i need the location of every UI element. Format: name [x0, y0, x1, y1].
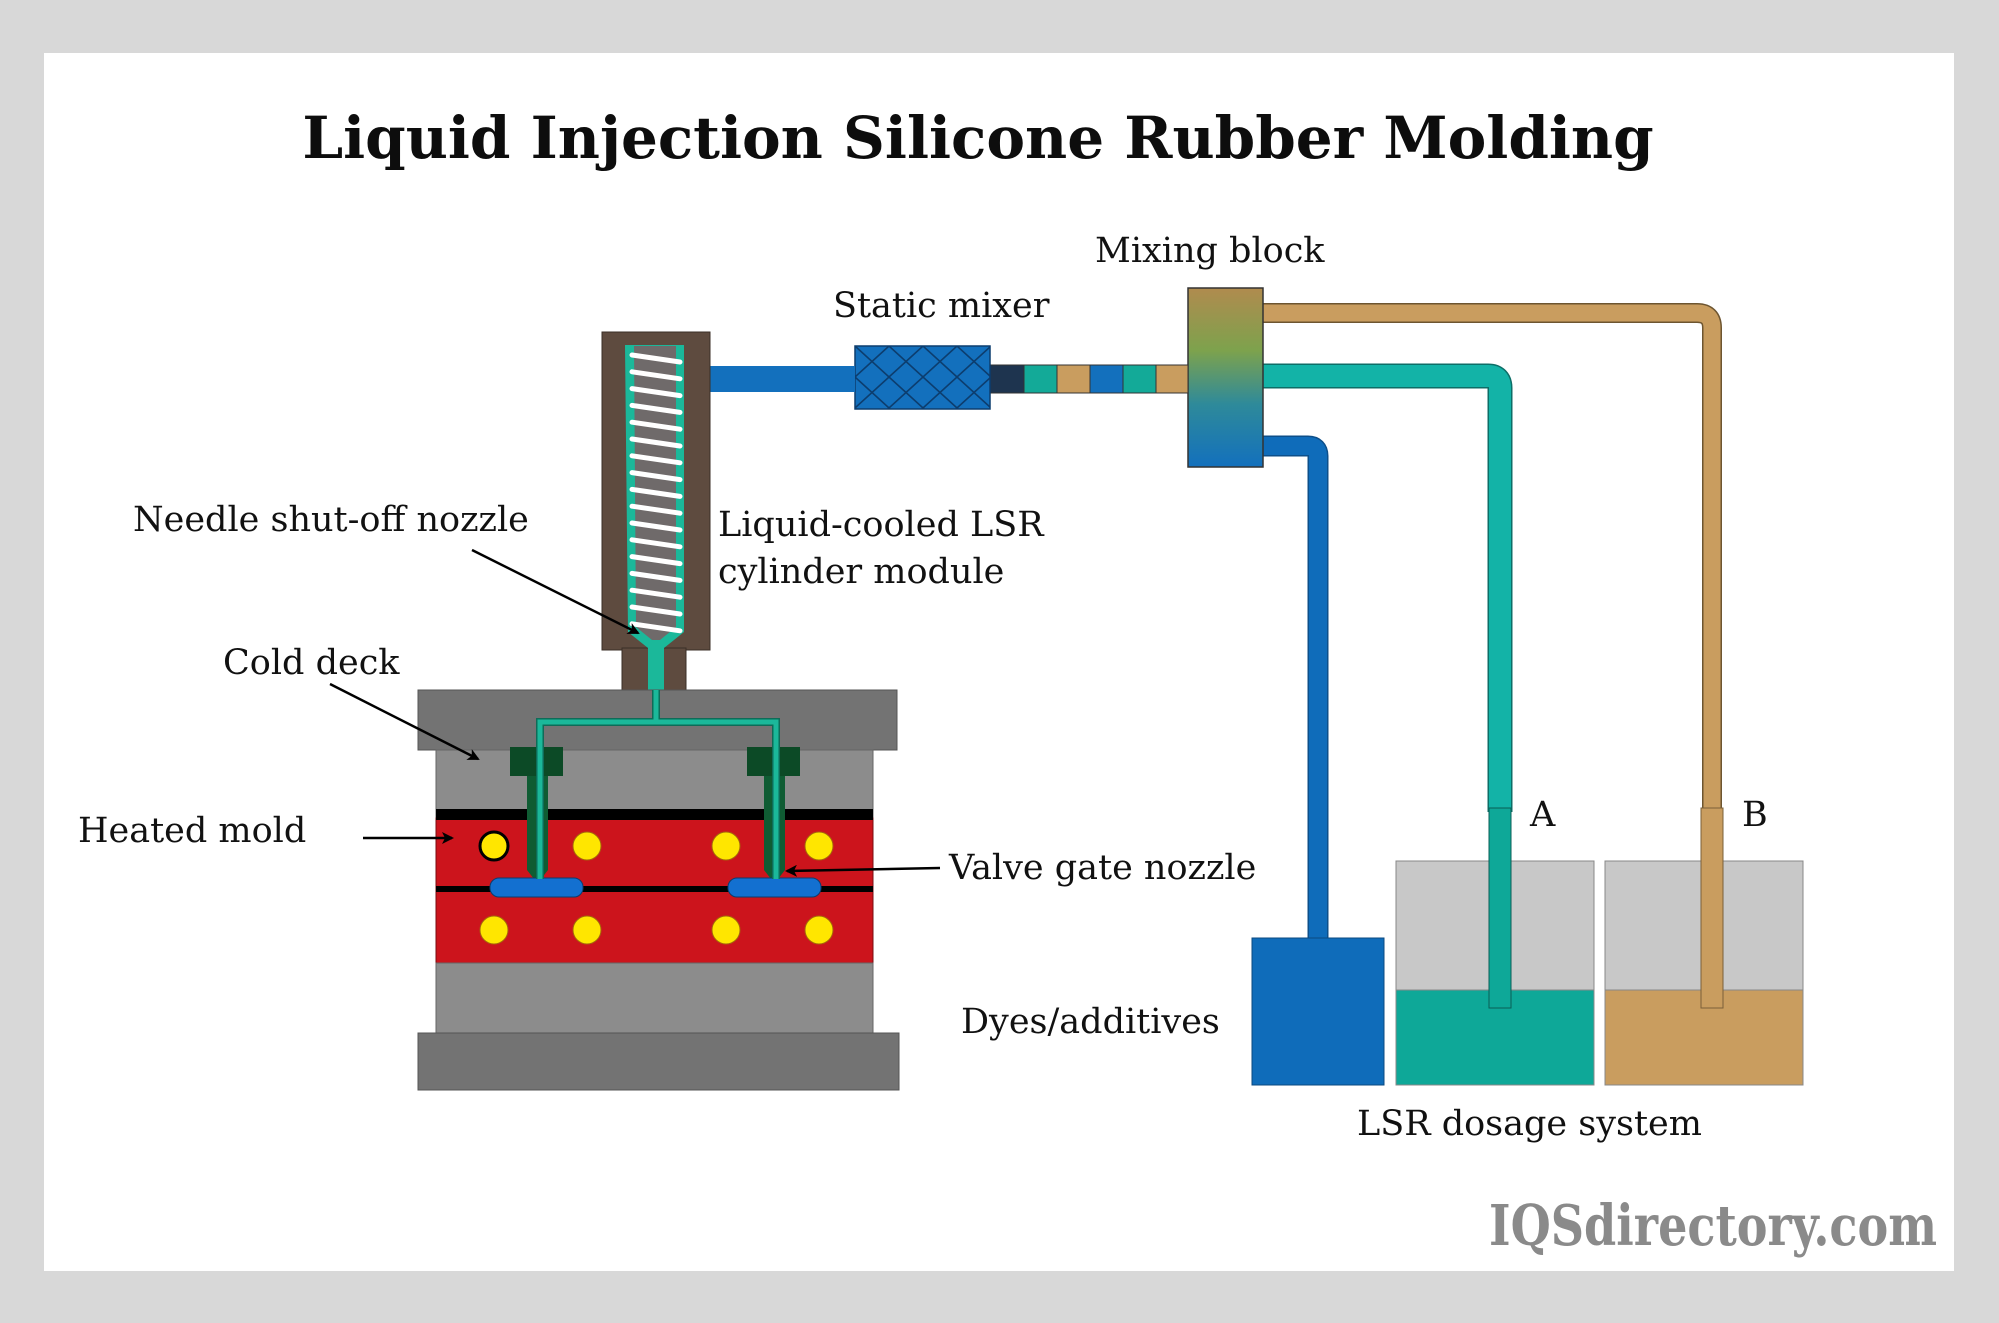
mixed-stream-pipe — [989, 364, 1189, 394]
screw-flight — [629, 369, 683, 382]
screw-flight — [629, 419, 683, 432]
label-cylinder-line1: Liquid-cooled LSR — [718, 505, 1045, 545]
arrow-valve-gate — [785, 864, 941, 877]
heater-element — [711, 831, 741, 861]
pipe-dyes — [1263, 435, 1329, 940]
cavity-left — [489, 877, 584, 898]
screw-flight — [629, 352, 683, 365]
screw-flight — [629, 587, 683, 600]
arrow-cold-deck — [329, 682, 480, 761]
static-mixer — [854, 345, 991, 410]
cold-deck — [435, 749, 874, 819]
tank-b — [1604, 807, 1804, 1086]
tank-a — [1395, 807, 1595, 1086]
label-static-mixer: Static mixer — [833, 286, 1050, 326]
heater-elements — [478, 830, 834, 945]
parting-line-top — [436, 809, 873, 820]
pipe-component-a — [1263, 363, 1513, 812]
label-mixing-block: Mixing block — [1095, 231, 1325, 271]
heater-element — [572, 915, 602, 945]
screw-flight — [629, 486, 683, 499]
lsr-cylinder-module — [601, 331, 711, 694]
pipe-component-b — [1263, 303, 1722, 812]
dyes-additives-tank — [1251, 937, 1385, 1086]
heater-element — [804, 915, 834, 945]
heater-element — [478, 830, 510, 862]
screw-flight — [629, 402, 683, 415]
watermark: IQSdirectory.com — [1489, 1193, 1937, 1259]
screw-flight — [629, 537, 683, 550]
feed-pipe — [688, 366, 855, 392]
heater-element — [572, 831, 602, 861]
arrow-needle-nozzle — [471, 548, 640, 635]
cavity-right — [727, 877, 822, 898]
heater-element — [804, 831, 834, 861]
runner-channel — [536, 690, 780, 879]
screw-flight — [629, 470, 683, 483]
label-cold-deck: Cold deck — [223, 643, 400, 683]
label-heated-mold: Heated mold — [78, 811, 306, 851]
screw-flight — [629, 453, 683, 466]
screw-flight — [629, 436, 683, 449]
suction-tube-b — [1700, 807, 1724, 1009]
screw-flight — [629, 520, 683, 533]
label-dosage-system: LSR dosage system — [1357, 1104, 1702, 1144]
mold-lower-body — [435, 962, 874, 1034]
screw-flight — [629, 503, 683, 516]
label-dyes: Dyes/additives — [961, 1002, 1220, 1042]
label-cylinder-line2: cylinder module — [718, 552, 1004, 592]
screw-flight — [629, 604, 683, 617]
mixing-block — [1187, 287, 1264, 468]
label-tank-b: B — [1742, 795, 1768, 835]
screw-flights — [629, 352, 683, 634]
parting-line-mid — [436, 886, 873, 892]
label-needle-nozzle: Needle shut-off nozzle — [133, 500, 529, 540]
suction-tube-a — [1488, 807, 1512, 1009]
heater-element — [479, 915, 509, 945]
screw-flight — [629, 554, 683, 567]
label-valve-gate: Valve gate nozzle — [948, 848, 1256, 888]
diagram-title: Liquid Injection Silicone Rubber Molding — [302, 104, 1653, 172]
screw-flight — [629, 386, 683, 399]
label-tank-a: A — [1529, 795, 1556, 835]
screw-flight — [629, 570, 683, 583]
screw-flight — [629, 621, 683, 634]
heater-element — [711, 915, 741, 945]
mold-bottom-plate — [417, 1032, 900, 1091]
